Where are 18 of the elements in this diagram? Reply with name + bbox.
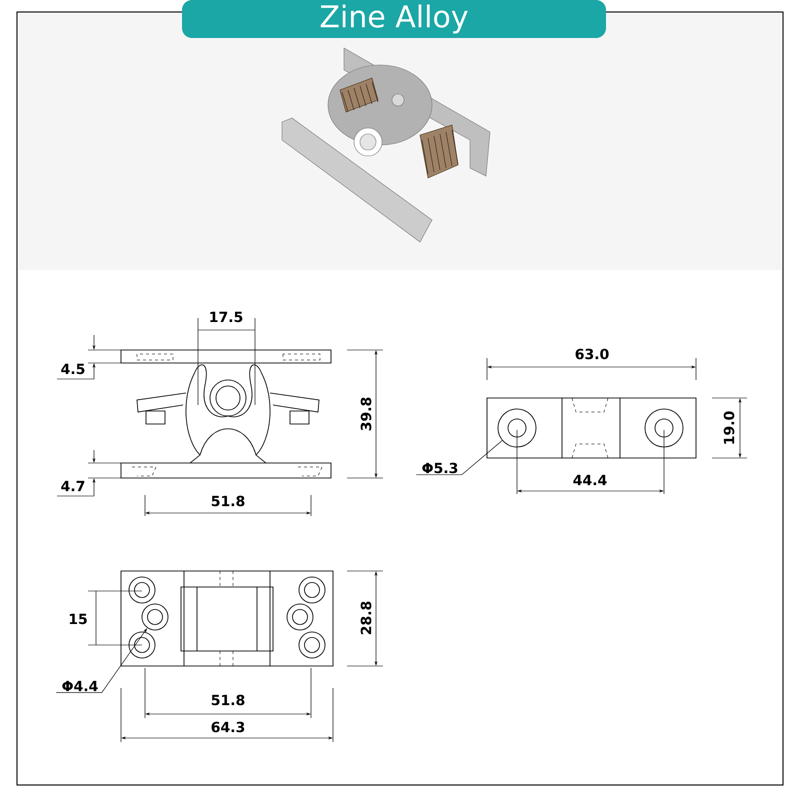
title-banner: Zine Alloy <box>182 0 606 38</box>
dimension-text: 19.0 <box>722 410 736 446</box>
dimension-text: 15 <box>67 612 89 626</box>
dimension-text: 51.8 <box>210 694 246 706</box>
dimension-text: 28.8 <box>360 600 372 636</box>
dimension-text: 39.8 <box>360 396 372 432</box>
dimension-text: 51.8 <box>210 494 246 508</box>
dimension-text: 44.4 <box>572 474 608 486</box>
callout-text: Φ4.4 <box>62 680 98 692</box>
dimension-text: 63.0 <box>574 348 610 360</box>
hole <box>142 604 168 630</box>
dimension-text: 4.5 <box>60 362 86 376</box>
dimension-text: 17.5 <box>208 310 244 324</box>
callout-text: Φ5.3 <box>422 462 458 474</box>
hole <box>498 408 536 448</box>
dimension-text: 64.3 <box>210 720 246 734</box>
dimension-text: 4.7 <box>60 480 86 492</box>
leader-line <box>416 440 502 476</box>
